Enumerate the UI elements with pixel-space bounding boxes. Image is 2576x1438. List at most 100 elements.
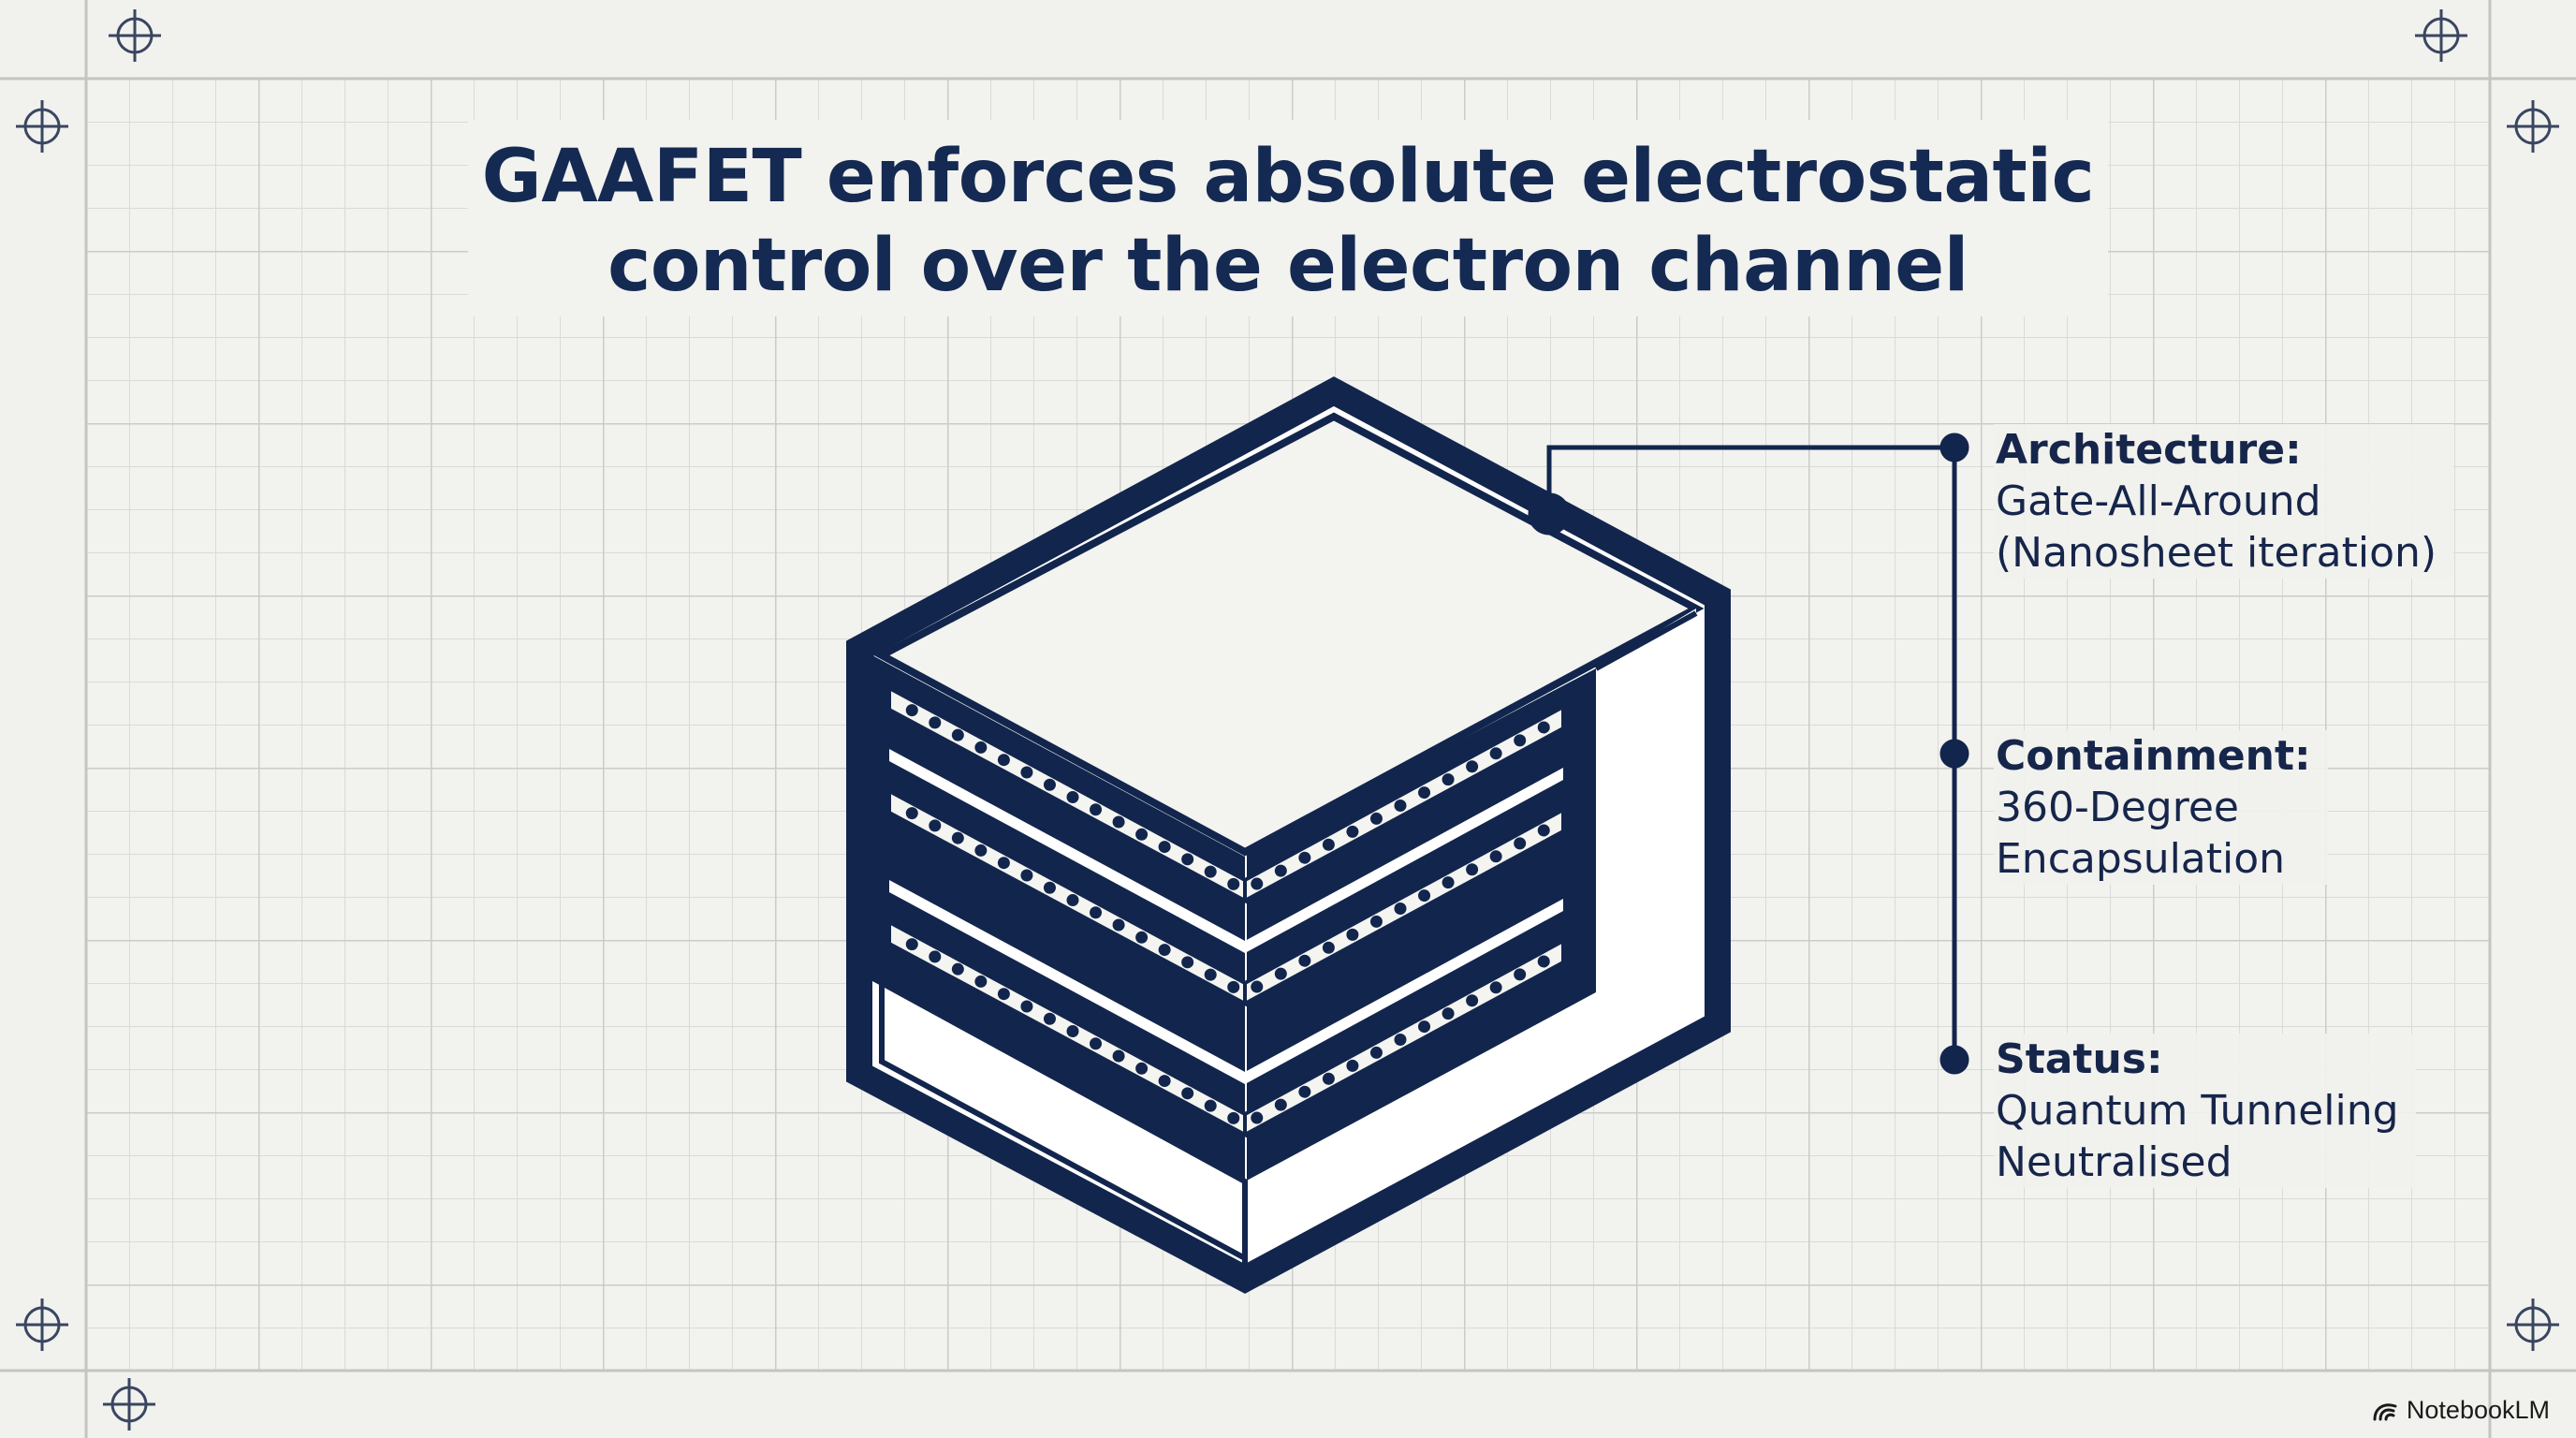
callout-heading: Architecture: — [1996, 426, 2302, 474]
electron-dot — [1066, 791, 1079, 803]
electron-dots — [905, 704, 1550, 1124]
electron-dot — [1346, 825, 1359, 838]
electron-dot — [1227, 877, 1240, 890]
electron-dot — [1322, 1072, 1335, 1085]
right-gate-inner — [1245, 609, 1696, 1258]
electron-dot — [1442, 876, 1455, 889]
callout-connectors — [1528, 433, 1969, 1075]
electron-dot — [1274, 864, 1287, 877]
electron-dot — [1112, 918, 1125, 932]
electron-dot — [1369, 812, 1383, 825]
electron-dot — [1466, 994, 1479, 1007]
right-gate-wall — [1247, 668, 1596, 1181]
electron-dot — [929, 819, 942, 832]
electron-dot — [1442, 1007, 1455, 1020]
left-gate-wall — [872, 655, 1245, 1181]
electron-dot — [1135, 931, 1149, 944]
electron-dot — [1442, 773, 1455, 786]
electron-dot — [1043, 1012, 1056, 1025]
callout-dot-status — [1939, 1045, 1969, 1075]
electron-dot — [1489, 747, 1502, 760]
callout-text: Gate-All-Around — [1996, 477, 2321, 525]
electron-dot — [1112, 1049, 1125, 1063]
crosshair-icon — [107, 7, 163, 64]
electron-dot — [997, 754, 1010, 767]
electron-dot — [905, 704, 918, 717]
callout-containment: Containment: 360-Degree Encapsulation — [1994, 730, 2328, 885]
electron-dot — [1537, 824, 1550, 837]
top-gate-face — [873, 412, 1705, 857]
page-title-line-2: control over the electron channel — [607, 224, 1969, 308]
electron-dot — [1489, 981, 1502, 994]
electron-dot — [1090, 803, 1103, 816]
crosshair-icon — [101, 1376, 157, 1432]
electron-dot — [1020, 869, 1033, 882]
electron-dot — [1537, 721, 1550, 734]
callout-text: Encapsulation — [1996, 835, 2286, 883]
electron-dot — [1158, 841, 1171, 854]
callout-text: 360-Degree — [1996, 784, 2240, 831]
top-right-edge — [1594, 610, 1698, 671]
electron-dot — [1418, 786, 1431, 800]
electron-dot — [1158, 1075, 1171, 1088]
title-backdrop — [468, 120, 2108, 316]
electron-dot — [1322, 838, 1335, 851]
electron-dot — [929, 950, 942, 963]
electron-dot — [1135, 1062, 1149, 1075]
electron-dot — [1394, 800, 1407, 812]
electron-dot — [974, 844, 988, 857]
electron-dot — [951, 728, 964, 741]
electron-dot — [1135, 828, 1149, 841]
electron-dot — [1369, 915, 1383, 928]
electron-dot — [1418, 889, 1431, 902]
crosshair-icon — [2505, 1297, 2561, 1353]
electron-dot — [1322, 941, 1335, 954]
notebooklm-watermark: NotebookLM — [2373, 1396, 2550, 1425]
electron-dot — [1298, 1085, 1311, 1098]
crosshair-icon — [14, 1297, 70, 1353]
electron-dot — [1020, 1000, 1033, 1013]
electron-dot — [997, 988, 1010, 1001]
electron-dot — [1204, 968, 1217, 981]
electron-dot — [1204, 1099, 1217, 1112]
electron-dot — [1514, 837, 1527, 850]
interlayer-gaps — [889, 749, 1563, 1084]
callout-dot-architecture — [1939, 433, 1969, 462]
brand-label: NotebookLM — [2406, 1396, 2550, 1424]
electron-dot — [1227, 1111, 1240, 1124]
electron-dot — [1090, 906, 1103, 919]
electron-dot — [1466, 760, 1479, 773]
electron-dot — [997, 857, 1010, 870]
electron-dot — [1066, 1025, 1079, 1037]
electron-dot — [1346, 1059, 1359, 1072]
electron-dot — [1514, 734, 1527, 747]
electron-dot — [905, 938, 918, 951]
callout-architecture: Architecture: Gate-All-Around (Nanosheet… — [1994, 424, 2454, 579]
electron-dot — [905, 807, 918, 820]
electron-dot — [1466, 863, 1479, 876]
connector-anchor-dot — [1528, 492, 1571, 536]
callout-text: Quantum Tunneling — [1996, 1087, 2399, 1135]
electron-dot — [1489, 850, 1502, 863]
electron-dot — [1227, 980, 1240, 993]
callout-heading: Status: — [1996, 1035, 2163, 1083]
electron-dot — [1181, 956, 1194, 969]
callout-text: Neutralised — [1996, 1138, 2232, 1186]
crosshair-icon — [2413, 7, 2469, 64]
electron-dot — [1251, 980, 1264, 993]
electron-dot — [929, 716, 942, 729]
electron-dot — [951, 962, 964, 976]
electron-dot — [1418, 1020, 1431, 1034]
callout-status: Status: Quantum Tunneling Neutralised — [1994, 1034, 2416, 1188]
electron-dot — [1274, 1098, 1287, 1111]
notebooklm-logo-icon — [2373, 1402, 2397, 1420]
electron-dot — [1043, 881, 1056, 894]
electron-dot — [1066, 894, 1079, 906]
electron-dot — [1251, 1111, 1264, 1124]
electron-dot — [1090, 1037, 1103, 1050]
electron-dot — [974, 975, 988, 988]
electron-dot — [1394, 902, 1407, 915]
electron-dot — [1251, 877, 1264, 890]
gaafet-block-diagram — [846, 376, 1731, 1294]
